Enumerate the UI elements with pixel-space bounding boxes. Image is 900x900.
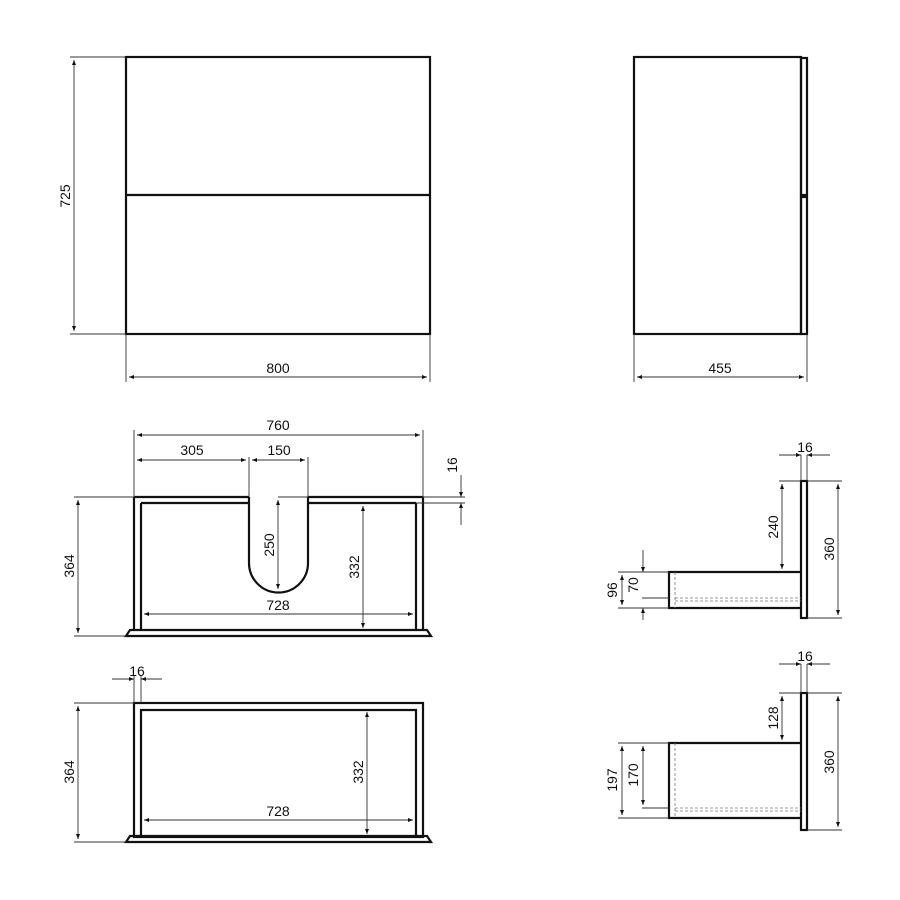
bottom-drawer-plan: 16 364 332 728 [61, 663, 434, 844]
bottom-drawer-section: 16 128 360 197 170 [604, 648, 842, 832]
front-view: 725 800 [57, 55, 432, 382]
top-drawer-outer-walls [132, 495, 425, 631]
side-depth-label: 455 [708, 360, 732, 376]
cutout-depth-label: 250 [261, 533, 277, 557]
panel-thickness-label: 16 [444, 457, 460, 473]
upper-offset-label: 128 [765, 706, 781, 730]
overall-depth-label: 364 [61, 760, 77, 784]
drawer-height-label: 197 [604, 768, 620, 792]
cutout-width-label: 150 [267, 442, 291, 458]
drawer-front-panel [799, 479, 809, 620]
drawer-body [667, 570, 801, 610]
inner-height-label: 70 [625, 577, 641, 593]
front-width-label: 800 [266, 360, 290, 376]
inner-depth-label: 332 [346, 555, 362, 579]
top-drawer-plan: 760 305 150 16 250 364 332 728 [61, 417, 465, 638]
front-height-label: 360 [821, 750, 837, 774]
siphon-cutout [247, 497, 310, 594]
drawer-body [667, 741, 801, 820]
inner-width-label: 728 [266, 803, 290, 819]
top-drawer-inner-walls [139, 501, 418, 631]
upper-offset-label: 240 [765, 515, 781, 539]
inner-depth-label: 332 [350, 760, 366, 784]
overall-depth-label: 364 [61, 554, 77, 578]
panel-thickness-label: 16 [129, 663, 145, 679]
front-height-label: 360 [821, 537, 837, 561]
overall-width-label: 760 [266, 417, 290, 433]
cutout-offset-label: 305 [180, 442, 204, 458]
front-thickness-label: 16 [797, 439, 813, 455]
cabinet-side-outline [632, 55, 803, 336]
front-height-label: 725 [57, 184, 73, 208]
drawer-height-label: 96 [604, 582, 620, 598]
lower-drawer-front-edge [799, 195, 809, 336]
front-thickness-label: 16 [797, 648, 813, 664]
inner-height-label: 170 [625, 763, 641, 787]
upper-drawer-front-edge [799, 56, 809, 197]
drawer-front-panel [799, 691, 809, 832]
inner-width-label: 728 [266, 597, 290, 613]
top-drawer-bottom-plate [123, 628, 434, 638]
side-view: 455 [632, 55, 809, 382]
bottom-drawer-bottom-plate [123, 834, 434, 844]
top-drawer-section: 16 240 360 96 70 [604, 439, 842, 620]
bottom-drawer-inner-walls [139, 708, 418, 837]
